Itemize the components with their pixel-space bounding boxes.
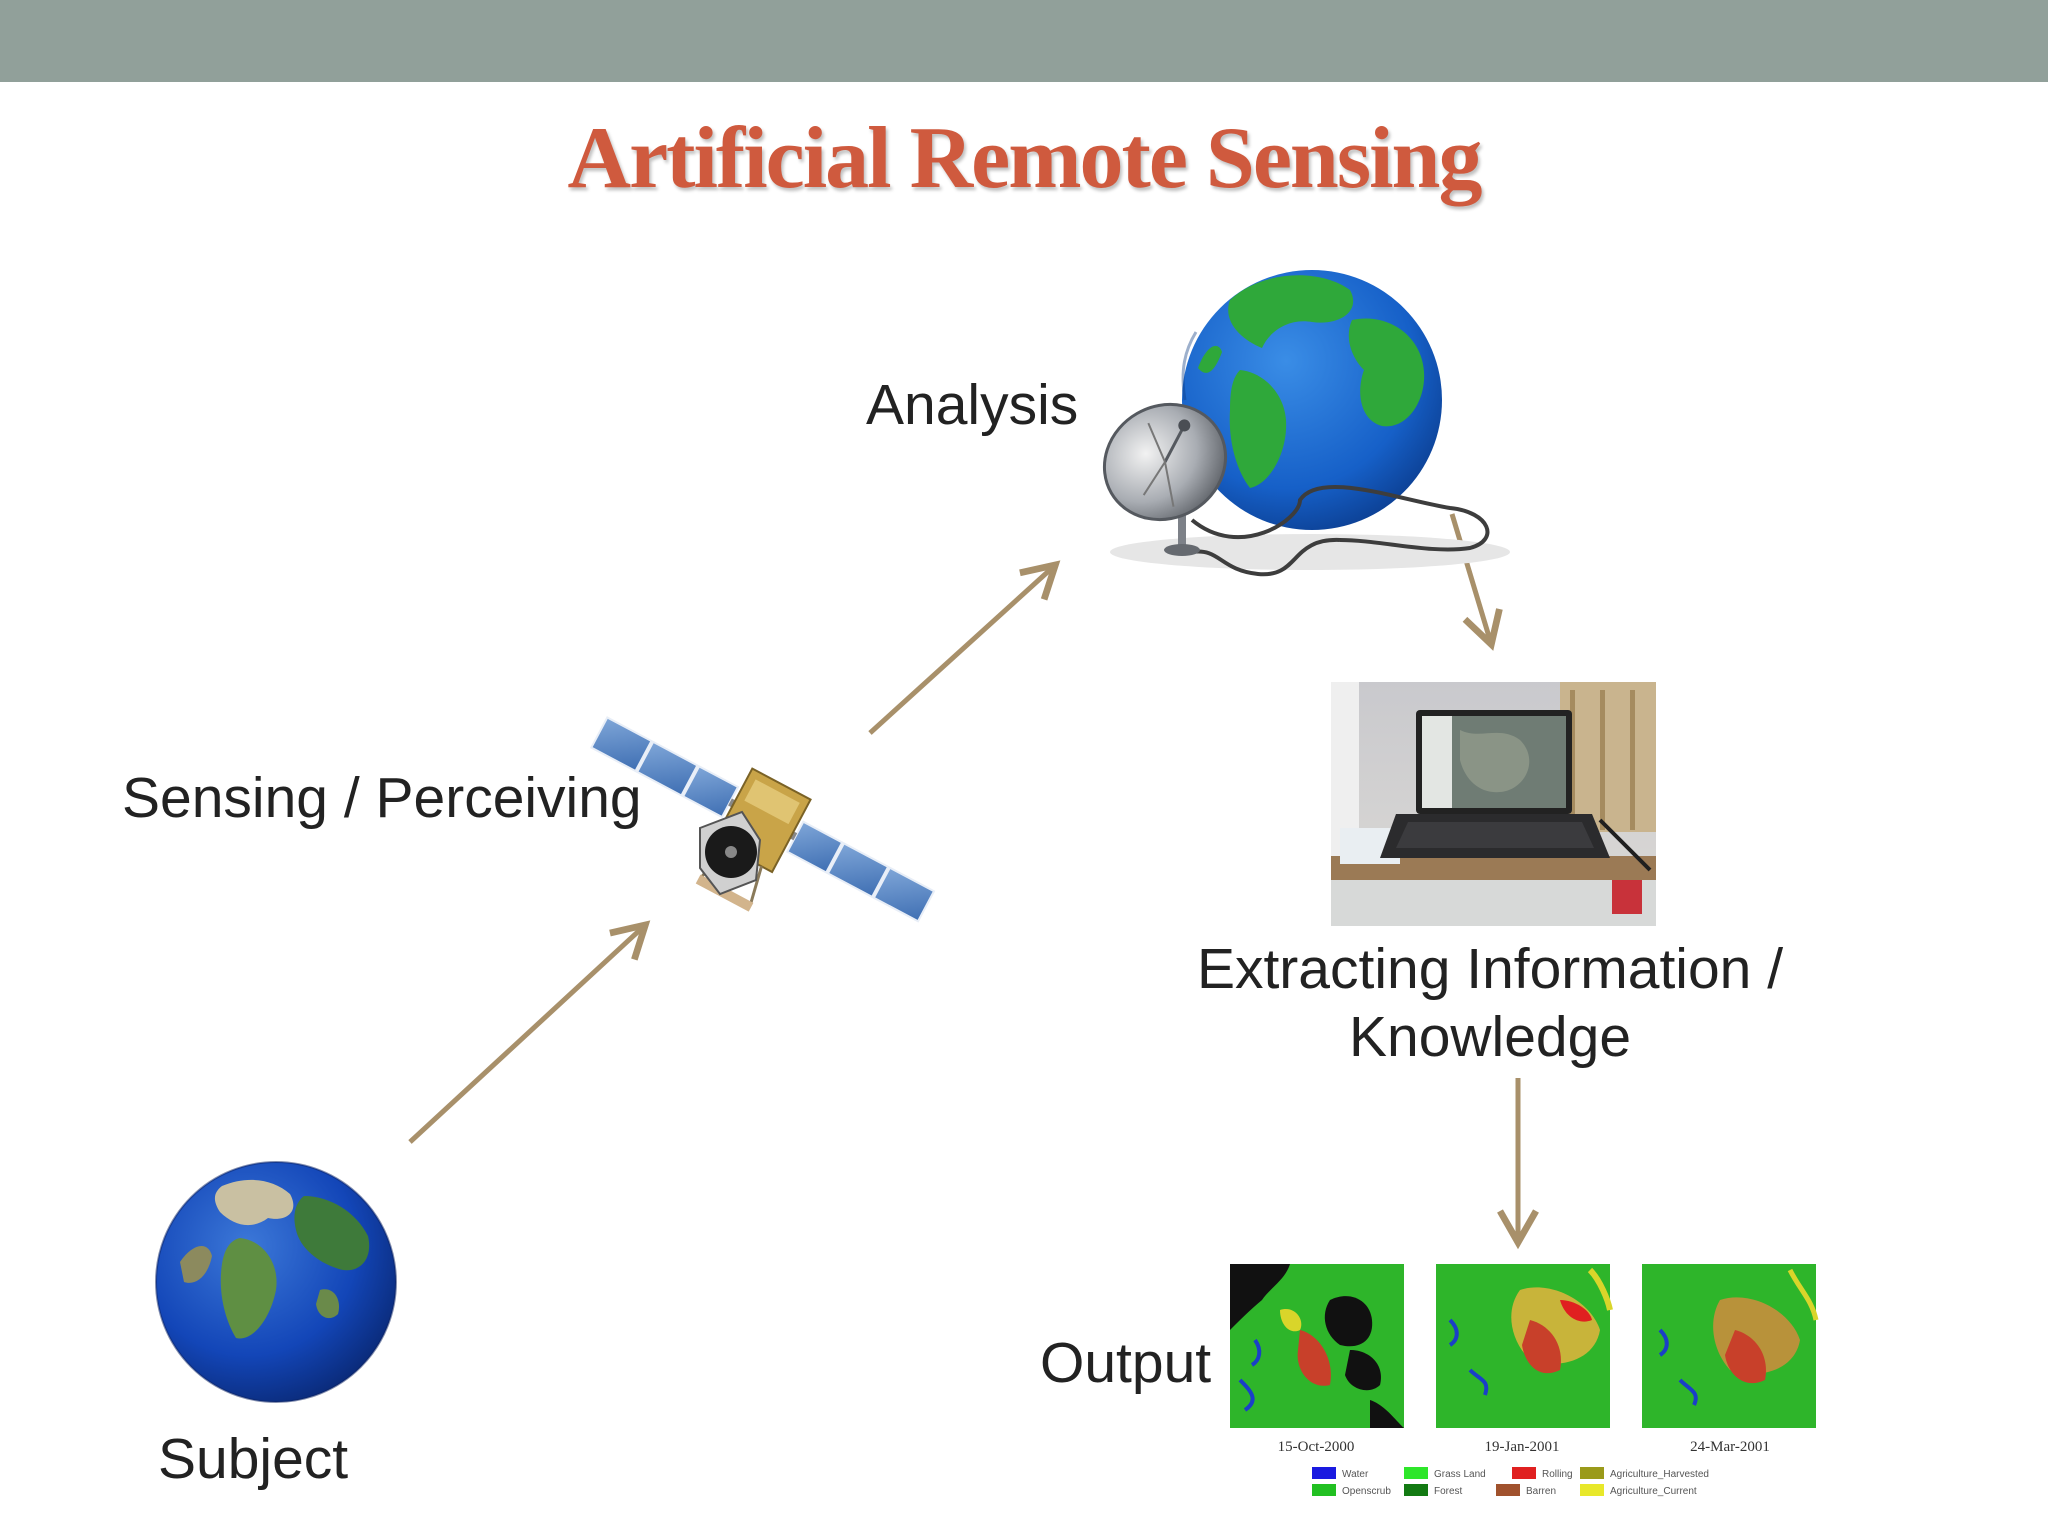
extracting-label-line1: Extracting Information / [1196,937,1784,1001]
output-map-3 [1642,1264,1819,1428]
legend-item-agri-current: Agriculture_Current [1610,1486,1697,1497]
output-label: Output [1040,1331,1212,1395]
arrow-subject-to-sensing [408,920,651,1144]
subject-earth-icon [155,1161,397,1403]
arrow-sensing-to-analysis [868,560,1061,735]
extracting-label-line2: Knowledge [1348,1005,1632,1069]
subject-label: Subject [158,1427,349,1491]
legend-item-agri-harvested: Agriculture_Harvested [1610,1469,1709,1480]
legend-item-forest: Forest [1434,1486,1463,1497]
extracting-label: Extracting Information / Knowledge [1170,935,1810,1071]
legend-item-barren: Barren [1526,1486,1556,1497]
laptop-photo [1331,682,1656,926]
legend-item-water: Water [1342,1469,1369,1480]
map-date-2: 19-Jan-2001 [1485,1439,1560,1455]
analysis-globe-icon [1102,270,1510,577]
legend-item-openscrub: Openscrub [1342,1486,1391,1497]
legend-item-rolling: Rolling [1542,1469,1573,1480]
satellite-sensor-icon [699,810,762,896]
output-map-1 [1230,1264,1404,1428]
arrow-analysis-to-extraction [1449,513,1503,651]
analysis-label: Analysis [866,373,1079,437]
sensing-label: Sensing / Perceiving [122,766,642,830]
top-banner [0,0,2048,82]
slide-title: Artificial Remote Sensing [567,110,1483,207]
satellite-icon [589,716,936,923]
legend-item-grass-land: Grass Land [1434,1469,1486,1480]
map-date-1: 15-Oct-2000 [1278,1439,1355,1455]
output-map-2 [1436,1264,1613,1428]
map-legend: Water Grass Land Rolling Agriculture_Har… [1312,1467,1709,1497]
map-date-3: 24-Mar-2001 [1690,1439,1770,1455]
